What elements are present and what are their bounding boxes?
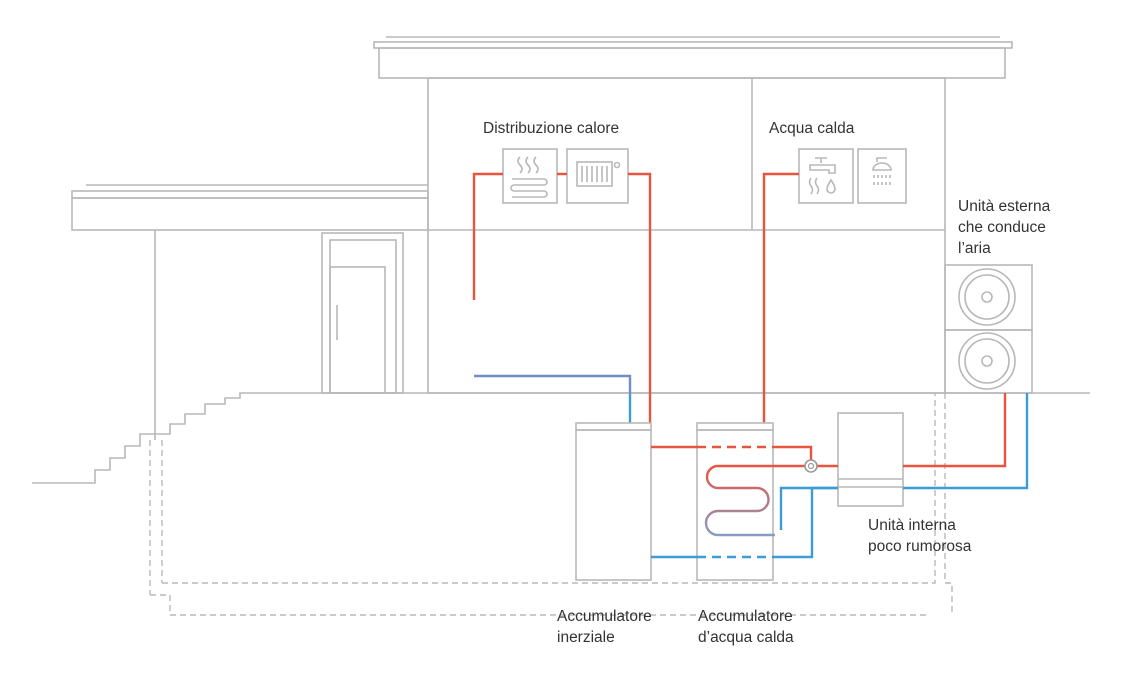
label-hot-water-tank: Accumulatore d’acqua calda bbox=[698, 606, 794, 648]
outdoor-unit bbox=[944, 264, 1033, 394]
circuit-pipes bbox=[651, 393, 1029, 559]
label-line: Accumulatore bbox=[557, 608, 652, 625]
door bbox=[321, 232, 404, 394]
tap-icon bbox=[798, 148, 854, 204]
annex bbox=[71, 184, 429, 440]
label-line: Unità interna bbox=[868, 517, 956, 534]
label-heat-distribution: Distribuzione calore bbox=[483, 120, 620, 137]
hot-water-tank bbox=[696, 422, 774, 581]
label-hot-water: Acqua calda bbox=[769, 120, 855, 137]
radiator-icon bbox=[566, 148, 629, 204]
label-line: poco rumorosa bbox=[868, 538, 972, 555]
ground-and-stairs bbox=[32, 392, 1090, 616]
label-outdoor-unit: Unità esterna che conduce l’aria bbox=[958, 196, 1050, 259]
label-line: Unità esterna bbox=[958, 198, 1051, 215]
label-line: inerziale bbox=[557, 629, 615, 646]
hot-water-pipe bbox=[762, 172, 799, 423]
floor-heating-icon bbox=[502, 148, 558, 204]
label-line: che conduce bbox=[958, 219, 1046, 236]
heating-pipes bbox=[472, 172, 652, 423]
shower-icon bbox=[857, 148, 907, 204]
label-buffer-tank: Accumulatore inerziale bbox=[557, 606, 652, 648]
label-indoor-unit: Unità interna poco rumorosa bbox=[868, 515, 971, 557]
label-line: l’aria bbox=[958, 240, 991, 257]
label-line: d’acqua calda bbox=[698, 629, 794, 646]
indoor-unit bbox=[837, 412, 904, 507]
main-roof bbox=[373, 36, 1013, 79]
label-line: Accumulatore bbox=[698, 608, 793, 625]
valve-icon bbox=[804, 459, 818, 473]
buffer-tank bbox=[575, 422, 652, 581]
